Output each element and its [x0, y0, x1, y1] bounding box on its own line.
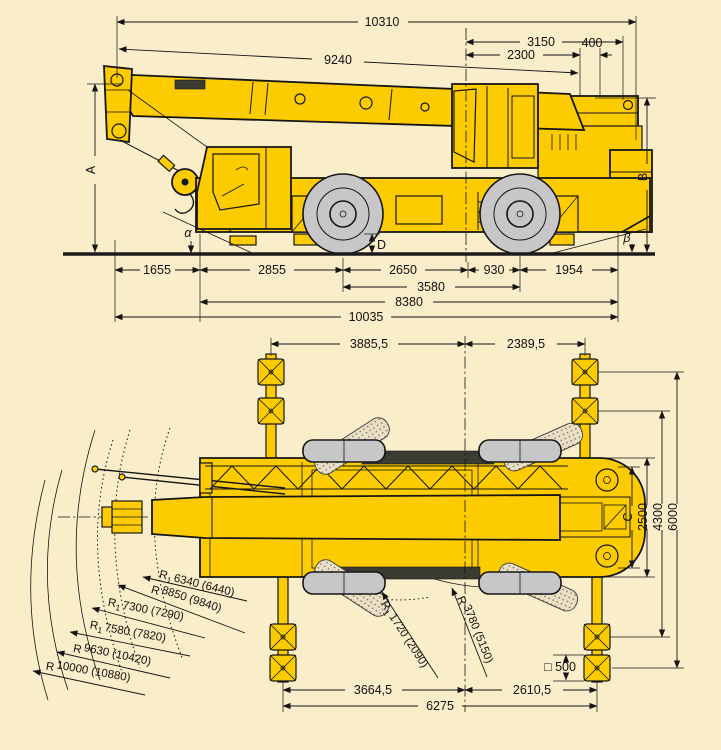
- rear-sheave-left: [595, 468, 619, 492]
- tank: [395, 195, 443, 225]
- outrigger-pad: [583, 623, 611, 651]
- dim-label-B: B: [636, 173, 650, 181]
- dim-span-6000: 6000: [666, 371, 681, 669]
- dim-label-6000: 6000: [666, 503, 680, 531]
- dim-label-2855: 2855: [258, 263, 286, 277]
- rear-sheave-right: [595, 544, 619, 568]
- tires-plan: [302, 439, 562, 595]
- rear-underride: [621, 215, 651, 233]
- boom-head: [103, 64, 133, 144]
- dim-height-A: A: [84, 83, 99, 253]
- dim-label-pad-500: □ 500: [544, 660, 576, 674]
- dim-label-3580: 3580: [417, 280, 445, 294]
- radius-label-7580: R17580 (7820): [88, 619, 166, 646]
- dim-label-10035: 10035: [349, 310, 384, 324]
- rope-weight: [157, 154, 176, 173]
- dim-label-2500: 2500: [636, 503, 650, 531]
- radius-label-1720: R11720 (2090): [376, 599, 430, 671]
- dim-outrigger-rear-left: 3664,5: [282, 683, 466, 697]
- dim-outrigger-front-left: 3885,5: [270, 337, 466, 351]
- dim-outrigger-base-6275: 6275: [282, 699, 598, 713]
- radius-label-7300: R17300 (7290): [106, 597, 184, 625]
- hook: [174, 193, 195, 214]
- radius-label-3780: R3780 (5150): [454, 593, 495, 666]
- dim-label-400: 400: [582, 36, 603, 50]
- dim-span-4300: 4300: [651, 410, 666, 638]
- dim-label-3664-5: 3664,5: [354, 683, 392, 697]
- dim-outrigger-rear-right: 2610,5: [464, 683, 598, 697]
- side-view: 10310 3150 2300 400 9240 A B α β D: [63, 15, 656, 324]
- boom-plan: [151, 494, 561, 541]
- dim-label-3885-5: 3885,5: [350, 337, 388, 351]
- dim-height-B: B: [636, 97, 651, 253]
- plan-view: 3885,5 2389,5 C 2500 4300 6000 □ 500 366…: [30, 336, 684, 713]
- dim-label-D: D: [377, 238, 386, 252]
- outrigger-pad: [257, 358, 285, 386]
- crane-cab-window: [453, 88, 477, 163]
- dim-label-930: 930: [484, 263, 505, 277]
- dim-width-2500: 2500: [636, 457, 651, 578]
- outrigger-pad: [269, 654, 297, 682]
- dim-pad-size-500: □ 500: [544, 654, 576, 681]
- dim-label-3150: 3150: [527, 35, 555, 49]
- dim-2300: 2300: [465, 48, 581, 62]
- dim-chassis-8380: 8380: [199, 295, 619, 309]
- dim-label-4300: 4300: [651, 503, 665, 531]
- dim-width-C: C: [621, 466, 636, 569]
- driver-cab-window: [212, 153, 260, 211]
- dim-400: 400: [568, 36, 612, 59]
- dim-3150: 3150: [465, 35, 624, 49]
- radius-leaders: [32, 575, 488, 696]
- dim-label-8380: 8380: [395, 295, 423, 309]
- outrigger-pad: [583, 654, 611, 682]
- dim-clearance-D: D: [368, 233, 386, 254]
- dim-label-2300: 2300: [507, 48, 535, 62]
- departure-angle-beta: β: [552, 228, 647, 254]
- dim-wheelbase-3580: 3580: [342, 280, 521, 294]
- boom-decal: [174, 79, 206, 90]
- approach-angle-alpha: α: [162, 211, 253, 254]
- dim-label-C: C: [621, 512, 635, 521]
- dim-label-2610-5: 2610,5: [513, 683, 551, 697]
- dim-label-10310: 10310: [365, 15, 400, 29]
- head-sheave-lower: [111, 123, 127, 139]
- dim-label-2389-5: 2389,5: [507, 337, 545, 351]
- front-step: [229, 235, 257, 246]
- boom-tail-sheave: [622, 99, 634, 111]
- dim-label-6275: 6275: [426, 699, 454, 713]
- dim-label-1655: 1655: [143, 263, 171, 277]
- dim-label-2650: 2650: [389, 263, 417, 277]
- outrigger-pad: [269, 623, 297, 651]
- rear-wheel: [479, 173, 561, 255]
- boom-head-tip: [101, 506, 113, 528]
- outrigger-pad: [571, 358, 599, 386]
- outrigger-pad: [257, 397, 285, 425]
- dim-label-9240: 9240: [324, 53, 352, 67]
- outrigger-pad: [571, 397, 599, 425]
- dim-label-A: A: [84, 165, 98, 174]
- dim-label-1954: 1954: [555, 263, 583, 277]
- crane-cab-door: [511, 95, 535, 159]
- dim-boom-9240: 9240: [118, 46, 579, 76]
- dim-outrigger-front-right: 2389,5: [464, 337, 586, 351]
- dim-overall-10035: 10035: [114, 310, 619, 324]
- crane-side-illustration: [103, 64, 653, 255]
- beta-label: β: [622, 231, 630, 245]
- jib-rod-1: [94, 468, 286, 489]
- dim-row-axles: 1655 2855 2650 930 1954: [114, 263, 619, 277]
- dim-overall-10310: 10310: [116, 15, 637, 29]
- alpha-label: α: [184, 226, 192, 240]
- front-wheel: [302, 173, 384, 255]
